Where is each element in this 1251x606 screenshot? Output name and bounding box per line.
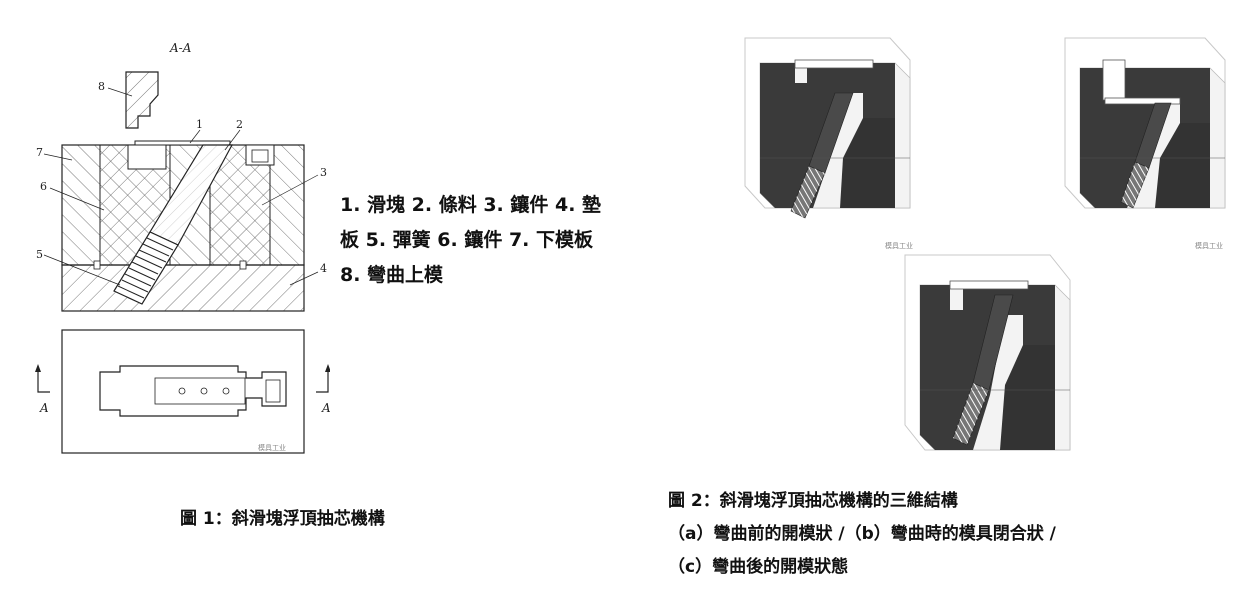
section-label: A-A — [169, 41, 192, 55]
watermark-a: 模具工业 — [885, 241, 913, 250]
figure-2-3d-views: 模具工业 模具工业 模具工业 — [744, 37, 1226, 451]
watermark-b: 模具工业 — [1195, 241, 1223, 250]
bending-upper-die — [125, 71, 159, 129]
section-mark-right: A — [321, 401, 330, 415]
lower-die-plate — [61, 140, 305, 266]
part-label-6: 6 — [40, 180, 47, 193]
watermark-1: 模具工业 — [258, 443, 286, 452]
figure-1-caption: 圖 1：斜滑塊浮頂抽芯機構 — [180, 509, 385, 529]
view-b-closed-during-bending: 模具工业 — [1064, 37, 1226, 250]
part-label-3: 3 — [320, 166, 327, 179]
figure-2-caption: 圖 2：斜滑塊浮頂抽芯機構的三維結構 （a）彎曲前的開模狀 /（b）彎曲時的模具… — [668, 485, 1056, 584]
legend-line-2: 板 5. 彈簧 6. 鑲件 7. 下模板 — [340, 229, 594, 251]
section-mark-left: A — [39, 401, 49, 415]
view-a-open-before-bending: 模具工业 — [744, 37, 913, 250]
part-label-7: 7 — [36, 146, 43, 159]
plan-view — [35, 329, 330, 454]
legend-line-3: 8. 彎曲上模 — [340, 264, 444, 286]
part-label-5: 5 — [36, 248, 43, 261]
part-label-8: 8 — [98, 80, 105, 93]
caption-2-line-2: （a）彎曲前的開模狀 /（b）彎曲時的模具閉合狀 / — [668, 524, 1056, 544]
spring — [113, 231, 179, 305]
figure-1-section-drawing: A-A — [35, 41, 330, 454]
parts-legend: 1. 滑塊 2. 條料 3. 鑲件 4. 墊 板 5. 彈簧 6. 鑲件 7. … — [340, 188, 640, 293]
legend-line-1: 1. 滑塊 2. 條料 3. 鑲件 4. 墊 — [340, 194, 602, 216]
part-number-labels — [43, 87, 319, 286]
part-label-2: 2 — [236, 118, 243, 131]
part-label-1: 1 — [196, 118, 203, 131]
view-c-open-after-bending: 模具工业 — [904, 254, 1071, 451]
caption-2-line-3: （c）彎曲後的開模狀態 — [668, 557, 849, 577]
part-label-4: 4 — [320, 262, 327, 275]
caption-2-line-1: 圖 2：斜滑塊浮頂抽芯機構的三維結構 — [668, 491, 958, 511]
backing-plate — [61, 260, 305, 312]
